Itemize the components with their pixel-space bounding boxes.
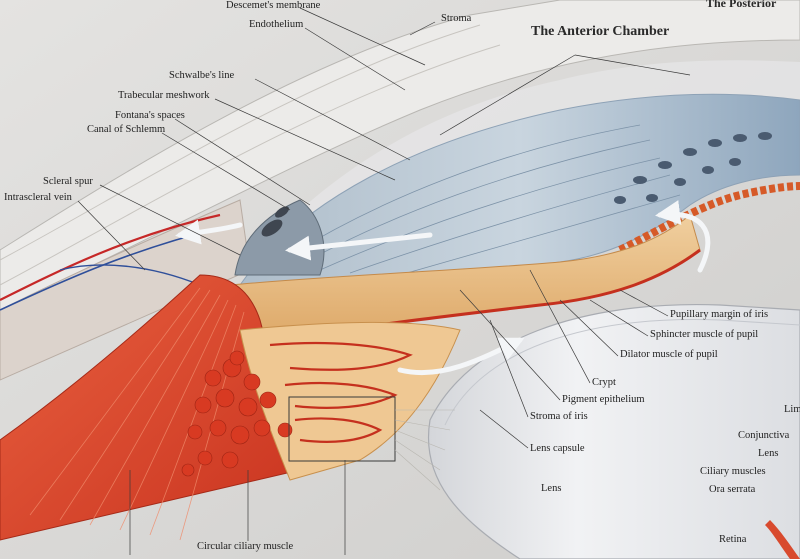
cornea-layer-line [0,44,501,286]
label-retina: Retina [719,534,747,545]
label-circular-ciliary-muscle: Circular ciliary muscle [197,541,294,552]
label-dilator-muscle: Dilator muscle of pupil [620,349,718,360]
aqueous-flow-arrows [175,200,711,376]
label-fontanas-spaces: Fontana's spaces [115,110,185,121]
label-ora-serrata: Ora serrata [709,484,756,495]
detail-box [288,396,396,462]
title-posterior: The Posterior [706,0,777,10]
ciliary-folds [269,341,413,443]
label-trabecular-meshwork: Trabecular meshwork [118,90,210,101]
label-endothelium: Endothelium [249,19,304,30]
cornea [0,0,800,311]
label-schwalbes-line: Schwalbe's line [169,70,235,81]
label-limbus-partial: Lim [784,404,800,415]
label-crypt: Crypt [592,377,616,388]
label-lens-capsule: Lens capsule [530,443,585,454]
label-lens: Lens [541,483,562,494]
iris-pigment-rim [618,182,800,254]
label-ciliary-muscles: Ciliary muscles [700,466,766,477]
lens-capsule-line [444,319,800,426]
ciliary-processes [239,321,461,481]
label-pigment-epithelium: Pigment epithelium [562,394,645,405]
label-canal-of-schlemm: Canal of Schlemm [87,124,166,135]
intrascleral-vein-vessel [59,264,201,286]
circular-ciliary-muscle-bundles [181,350,293,477]
cornea-layer-line [0,24,481,261]
label-stroma: Stroma [441,13,472,24]
label-descemets-membrane: Descemet's membrane [226,0,321,11]
label-sphincter-muscle: Sphincter muscle of pupil [650,329,759,340]
title-anterior-chamber: The Anterior Chamber [531,24,670,39]
label-pupillary-margin: Pupillary margin of iris [670,309,769,320]
label-intrascleral-vein: Intrascleral vein [4,192,72,203]
label-scleral-spur: Scleral spur [43,176,93,187]
label-lens-right: Lens [758,448,779,459]
label-conjunctiva: Conjunctiva [738,430,790,441]
ciliary-muscle [0,274,301,541]
retina-edge [765,520,800,559]
leader-lines [77,7,691,555]
zonular-fibers [394,409,455,491]
iris-crypts [614,132,772,204]
label-stroma-of-iris: Stroma of iris [530,411,588,422]
canal-of-schlemm [261,206,289,237]
